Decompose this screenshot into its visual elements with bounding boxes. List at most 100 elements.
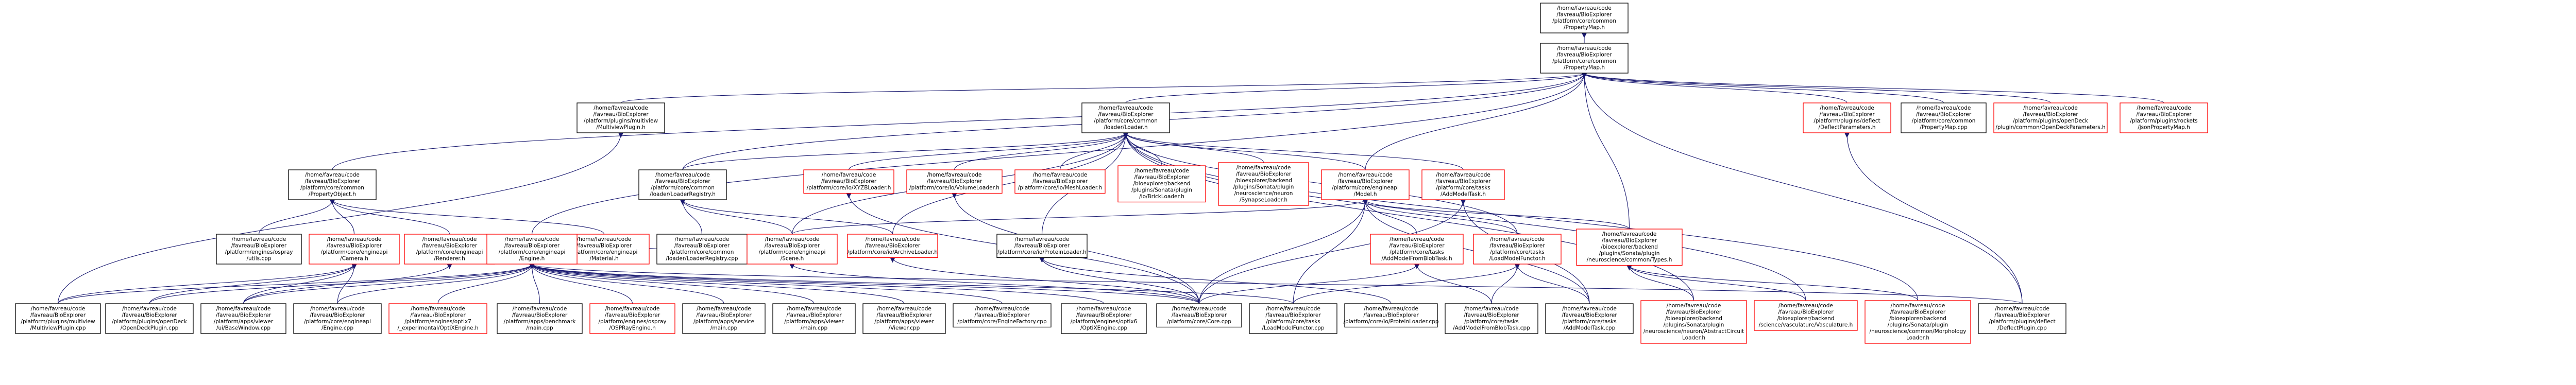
node-label-line: /platform/apps/benchmark [504, 319, 577, 325]
node-box [1081, 102, 1170, 133]
node-label-line: /_experimental/OptiXEngine.h [397, 325, 478, 331]
edge-propobj_h-to-pmaph [332, 73, 1587, 170]
node-camera-h[interactable]: /home/favreau/code/favreau/BioExplorer/p… [309, 234, 400, 265]
node-label-line: /home/favreau/code [1134, 168, 1189, 174]
node-pmaph[interactable]: /home/favreau/code/favreau/BioExplorer/p… [1540, 43, 1629, 74]
node-label-line: /favreau/BioExplorer [655, 179, 710, 185]
node-label-line: /platform/engines/ospray [225, 249, 293, 255]
node-box [388, 303, 487, 334]
node-box [1117, 165, 1206, 203]
node-opendeck-params[interactable]: /home/favreau/code/favreau/BioExplorer/p… [1993, 102, 2108, 133]
node-archive-h[interactable]: /home/favreau/code/favreau/BioExplorer/p… [847, 234, 938, 258]
node-proteinloader-h[interactable]: /home/favreau/code/favreau/BioExplorer/p… [996, 234, 1088, 258]
node-service-main[interactable]: /home/favreau/code/favreau/BioExplorer/p… [682, 303, 766, 334]
node-jsonutils[interactable]: /home/favreau/code/favreau/BioExplorer/p… [216, 234, 302, 265]
node-root[interactable]: /home/favreau/code/favreau/BioExplorer/p… [1540, 3, 1629, 33]
node-box [953, 303, 1052, 328]
node-multiview-h[interactable]: /home/favreau/code/favreau/BioExplorer/p… [577, 102, 665, 133]
edge-core_cpp-to-addmodeltask_h [1198, 199, 1466, 304]
node-types-h[interactable]: /home/favreau/code/favreau/BioExplorer/b… [1576, 229, 1683, 266]
node-box [906, 169, 1003, 194]
node-box [105, 303, 194, 334]
node-loaderreg-h[interactable]: /home/favreau/code/favreau/BioExplorer/p… [638, 169, 727, 200]
node-mesh-h[interactable]: /home/favreau/code/favreau/BioExplorer/p… [1014, 169, 1106, 194]
node-volume-h[interactable]: /home/favreau/code/favreau/BioExplorer/p… [906, 169, 1003, 194]
node-model-h[interactable]: /home/favreau/code/favreau/BioExplorer/p… [1321, 169, 1410, 200]
node-label-line: /Model.h [1353, 191, 1377, 198]
node-benchmark[interactable]: /home/favreau/code/favreau/BioExplorer/p… [497, 303, 583, 334]
edge-model_h-to-loader_h [1123, 132, 1366, 170]
edge-loadmodelfunctor_h-to-model_h [1363, 199, 1518, 235]
node-label-line: /MultiviewPlugin.cpp [30, 325, 86, 331]
node-viewer-main[interactable]: /home/favreau/code/favreau/BioExplorer/p… [772, 303, 856, 334]
node-box [1344, 303, 1438, 328]
node-rockets-pmap[interactable]: /home/favreau/code/favreau/BioExplorer/p… [2120, 102, 2208, 133]
node-deflect-params[interactable]: /home/favreau/code/favreau/BioExplorer/p… [1803, 102, 1891, 133]
node-opendeck-cpp[interactable]: /home/favreau/code/favreau/BioExplorer/p… [105, 303, 194, 334]
node-optix7engine[interactable]: /home/favreau/code/favreau/BioExplorer/p… [388, 303, 487, 334]
node-brick-h[interactable]: /home/favreau/code/favreau/BioExplorer/b… [1117, 165, 1206, 203]
node-label-line: /favreau/BioExplorer [1890, 309, 1946, 316]
node-label-line: /PropertyMap.h [1564, 65, 1605, 71]
node-pmap-cpp[interactable]: /home/favreau/code/favreau/BioExplorer/p… [1901, 102, 1987, 133]
node-label-line: /home/favreau/code [305, 172, 360, 178]
node-loaderreg-cpp[interactable]: /home/favreau/code/favreau/BioExplorer/p… [656, 234, 748, 265]
node-label-line: /AddModelTask.h [1440, 191, 1486, 198]
node-loader-h[interactable]: /home/favreau/code/favreau/BioExplorer/p… [1081, 102, 1170, 133]
node-addmodelfromblob-cpp[interactable]: /home/favreau/code/favreau/BioExplorer/p… [1445, 303, 1538, 334]
node-renderer-h[interactable]: /home/favreau/code/favreau/BioExplorer/p… [404, 234, 495, 265]
node-box [293, 303, 382, 334]
node-core-cpp[interactable]: /home/favreau/code/favreau/BioExplorer/p… [1156, 303, 1242, 328]
node-label-line: /home/favreau/code [327, 236, 382, 242]
node-label-line: /plugins/Sonata/plugin [1599, 251, 1660, 257]
node-label-line: /favreau/BioExplorer [876, 312, 932, 319]
node-label-line: /neuroscience/neuron [1234, 190, 1293, 197]
node-label-line: /loader/Loader.h [1104, 125, 1147, 131]
edge-vasculature-to-types_h [1626, 265, 1806, 301]
node-label-line: /home/favreau/code [505, 236, 560, 242]
node-propobj-h[interactable]: /home/favreau/code/favreau/BioExplorer/p… [288, 169, 377, 200]
node-optix6engine[interactable]: /home/favreau/code/favreau/BioExplorer/p… [1061, 303, 1147, 334]
node-vasculature[interactable]: /home/favreau/code/favreau/BioExplorer/b… [1754, 300, 1858, 331]
node-addmodeltask-h[interactable]: /home/favreau/code/favreau/BioExplorer/p… [1421, 169, 1505, 200]
node-label-line: /favreau/BioExplorer [327, 243, 382, 249]
node-label-line: /favreau/BioExplorer [1819, 112, 1875, 118]
node-scene-h[interactable]: /home/favreau/code/favreau/BioExplorer/p… [747, 234, 838, 265]
node-label-line: /platform/core/engineapi [304, 319, 371, 325]
node-enginefactory[interactable]: /home/favreau/code/favreau/BioExplorer/p… [953, 303, 1052, 328]
node-addmodeltask-cpp[interactable]: /home/favreau/code/favreau/BioExplorer/p… [1545, 303, 1634, 334]
node-proteinloader-cpp[interactable]: /home/favreau/code/favreau/BioExplorer/p… [1343, 303, 1439, 328]
node-label-line: /bioexplorer/backend [1889, 316, 1946, 322]
node-label-line: /home/favreau/code [31, 306, 86, 312]
node-label-line: /home/favreau/code [1557, 45, 1612, 51]
node-label-line: /LoadModelFunctor.h [1489, 256, 1546, 262]
node-abstractcircuit[interactable]: /home/favreau/code/favreau/BioExplorer/b… [1640, 300, 1747, 344]
node-loadmodelfunctor-h[interactable]: /home/favreau/code/favreau/BioExplorer/p… [1473, 234, 1562, 265]
node-synapse-h[interactable]: /home/favreau/code/favreau/BioExplorer/b… [1218, 162, 1309, 206]
node-viewer-cpp[interactable]: /home/favreau/code/favreau/BioExplorer/p… [862, 303, 946, 334]
node-box [288, 169, 377, 200]
node-label-line: /favreau/BioExplorer [504, 243, 560, 249]
node-basewindow[interactable]: /home/favreau/code/favreau/BioExplorer/p… [200, 303, 286, 334]
node-xyzb-h[interactable]: /home/favreau/code/favreau/BioExplorer/p… [803, 169, 894, 194]
edge-multiview_cpp-to-camera_h [57, 264, 357, 304]
node-label-line: /favreau/BioExplorer [1464, 312, 1519, 319]
edge-deflect_params-to-pmaph [1582, 73, 1848, 103]
node-addmodelfrombloband-h[interactable]: /home/favreau/code/favreau/BioExplorer/p… [1370, 234, 1464, 265]
node-label-line: /Engine.h [519, 256, 545, 262]
node-label-line: /home/favreau/code [975, 306, 1029, 312]
node-box [2120, 102, 2208, 133]
node-engine-cpp[interactable]: /home/favreau/code/favreau/BioExplorer/p… [293, 303, 382, 334]
node-label-line: /OSPRayEngine.h [609, 325, 656, 331]
node-label-line: /platform/core/tasks [1464, 319, 1519, 325]
node-loadmodelfunctor-cpp[interactable]: /home/favreau/code/favreau/BioExplorer/p… [1249, 303, 1337, 334]
node-label-line: /Renderer.h [434, 256, 465, 262]
node-osprayengine[interactable]: /home/favreau/code/favreau/BioExplorer/p… [589, 303, 675, 334]
node-label-line: /favreau/BioExplorer [1337, 179, 1393, 185]
node-deflectplugin-cpp[interactable]: /home/favreau/code/favreau/BioExplorer/p… [1978, 303, 2066, 334]
node-label-line: /home/favreau/code [1389, 236, 1444, 242]
node-multiview-cpp[interactable]: /home/favreau/code/favreau/BioExplorer/p… [15, 303, 101, 334]
node-label-line: /home/favreau/code [877, 306, 931, 312]
node-engine-h[interactable]: /home/favreau/code/favreau/BioExplorer/p… [486, 234, 578, 265]
node-morphology[interactable]: /home/favreau/code/favreau/BioExplorer/b… [1865, 300, 1971, 344]
